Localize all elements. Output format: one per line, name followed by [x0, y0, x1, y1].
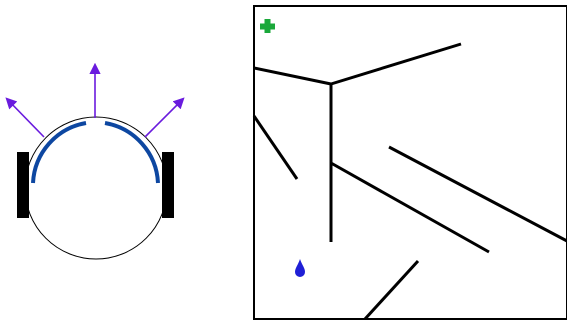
blue-teardrop-icon [295, 259, 305, 277]
sensor-arrow-left [7, 99, 44, 137]
maze-wall [365, 261, 418, 319]
maze-wall [331, 44, 461, 84]
robot-schematic [7, 65, 183, 259]
maze-wall [254, 68, 331, 84]
left-wheel [17, 152, 29, 218]
maze-wall [331, 163, 489, 252]
right-wheel [162, 152, 174, 218]
maze-environment [254, 6, 567, 319]
robot-body-outline [25, 117, 167, 259]
maze-wall [389, 147, 567, 241]
maze-wall [254, 116, 297, 179]
sensor-arrow-right [145, 99, 183, 137]
left-bumper-arc [33, 123, 86, 183]
green-plus-icon [260, 19, 275, 33]
